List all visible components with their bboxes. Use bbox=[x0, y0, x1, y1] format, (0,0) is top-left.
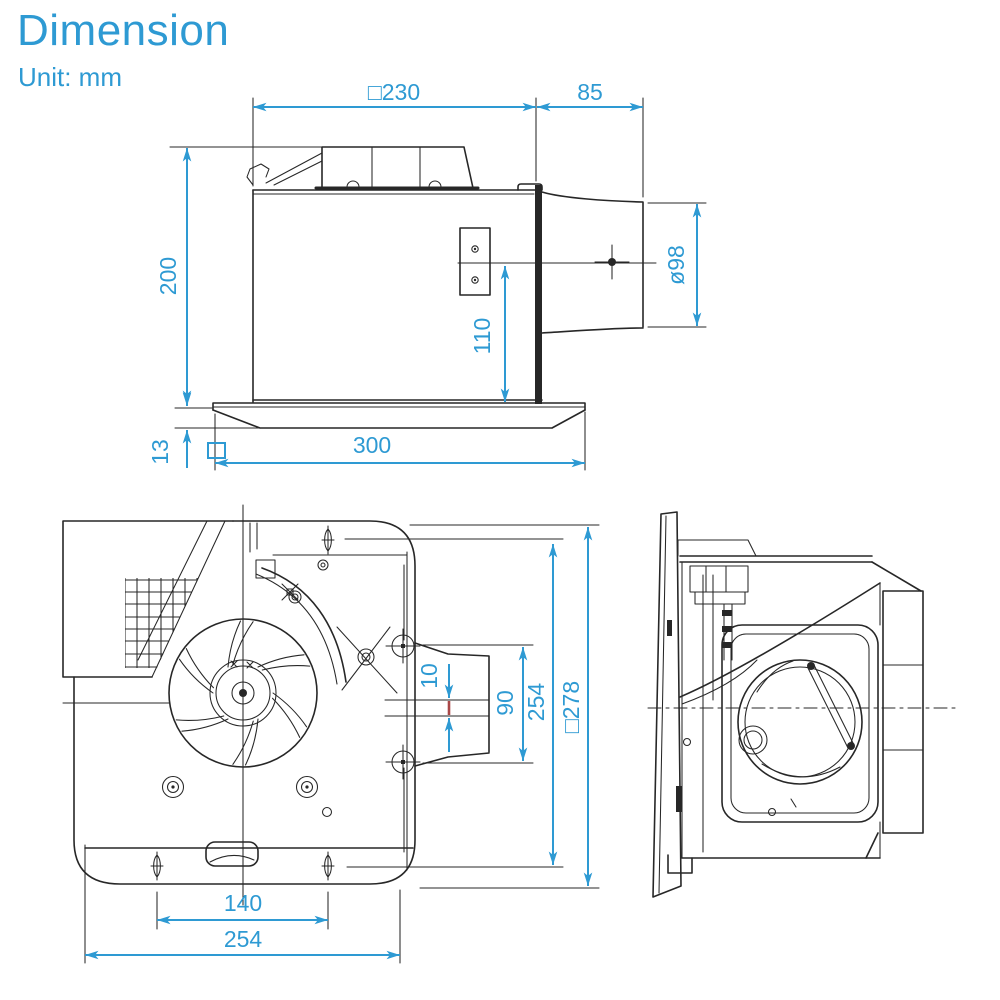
mounting-plate bbox=[535, 185, 542, 404]
screw bbox=[161, 775, 185, 799]
bottom-view-dimension-lines bbox=[85, 527, 593, 960]
dim-label-panel-width: 300 bbox=[353, 432, 391, 458]
dim-label-body-height: 200 bbox=[155, 257, 181, 295]
dim-label-outlet-width: 90 bbox=[492, 690, 518, 716]
keyhole-slot bbox=[321, 851, 335, 881]
junction-box-side bbox=[689, 565, 749, 661]
damper-opening bbox=[721, 624, 879, 823]
keyhole-slot bbox=[150, 851, 164, 881]
right-side-view-drawing bbox=[647, 511, 959, 898]
dim-label-mounting-height: 254 bbox=[523, 683, 549, 722]
junction-box bbox=[314, 146, 480, 190]
side-view-drawing: □230 85 200 13 300 110 ø98 bbox=[147, 79, 707, 471]
screw bbox=[295, 775, 319, 799]
grille-latch bbox=[205, 841, 259, 867]
page-title: Dimension bbox=[17, 6, 230, 55]
keyhole-slot bbox=[321, 525, 335, 555]
intake-grille bbox=[62, 520, 234, 678]
dim-label-panel-thickness: 13 bbox=[147, 439, 173, 465]
side-view-dimension-lines bbox=[182, 102, 702, 468]
dim-label-body-square: □278 bbox=[558, 681, 584, 733]
dim-label-duct-diameter: ø98 bbox=[663, 245, 689, 285]
ceiling-panel-edge bbox=[652, 511, 682, 898]
dim-label-duct-length: 85 bbox=[577, 79, 603, 105]
mounting-clip bbox=[246, 152, 323, 186]
dim-label-mounting-pitch: 140 bbox=[224, 890, 262, 916]
duct-sections bbox=[865, 561, 924, 859]
dim-label-body-width: 254 bbox=[224, 926, 263, 952]
unit-label: Unit: mm bbox=[18, 62, 122, 92]
dim-label-outlet-center-height: 110 bbox=[469, 318, 495, 355]
fan-wheel bbox=[168, 615, 318, 771]
duct-outlet bbox=[457, 191, 657, 334]
duct-opening bbox=[384, 564, 490, 853]
dim-label-outlet-offset: 10 bbox=[416, 663, 442, 689]
square-symbol bbox=[207, 442, 226, 459]
duct-center-mark bbox=[608, 258, 616, 266]
ceiling-panel bbox=[212, 402, 586, 429]
bottom-view-drawing: 10 90 254 □278 140 254 bbox=[62, 504, 600, 964]
dim-label-opening-width: □230 bbox=[368, 79, 420, 105]
terminal-box bbox=[459, 227, 491, 296]
